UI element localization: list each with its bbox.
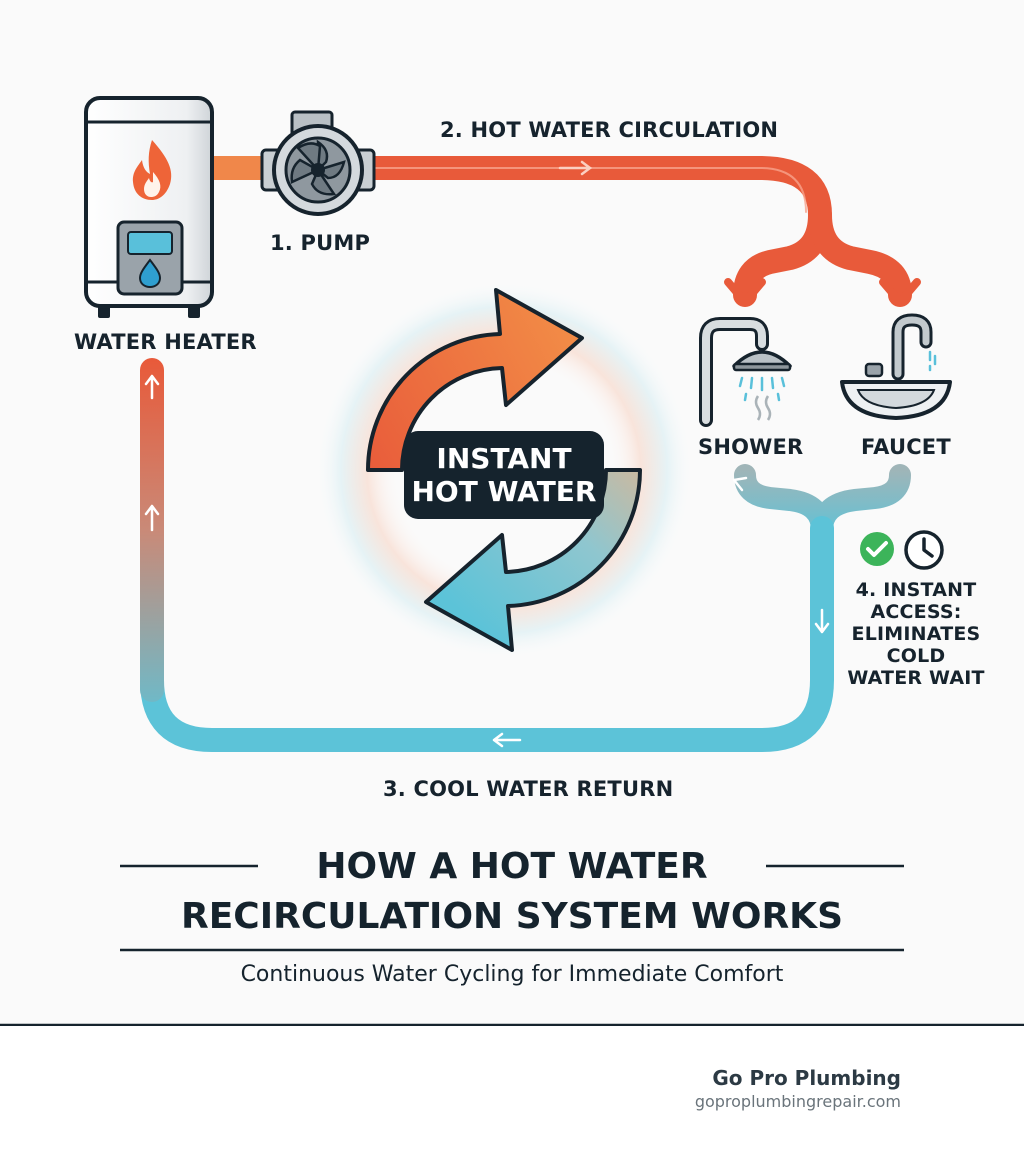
water-heater-icon [84,96,214,318]
cool-flow-arrows [144,374,830,748]
shower-label: SHOWER [698,435,804,459]
shower-icon [699,317,792,427]
brand-name: Go Pro Plumbing [712,1066,901,1090]
shower-inlet-arrow [724,278,766,306]
pump-icon [260,110,376,216]
heater-outlet-pipe [214,156,264,180]
flame-icon [132,140,172,200]
faucet-label: FAUCET [861,435,951,459]
clock-icon [904,530,944,570]
faucet-inlet-arrow [879,278,921,306]
check-icon [860,532,894,566]
hot-flow-arrows [558,160,593,176]
cycle-arrows-icon [366,288,642,652]
shower-return-arrow [732,476,748,492]
instant-access-label: 4. INSTANT ACCESS: ELIMINATES COLD WATER… [847,579,985,689]
fixture-return-branches [734,464,911,541]
hot-water-pipe [360,156,912,307]
cool-return-pipe [140,516,834,752]
cool-water-return-label: 3. COOL WATER RETURN [383,777,674,801]
page-title: HOW A HOT WATER RECIRCULATION SYSTEM WOR… [120,842,904,942]
instant-hot-water-text: INSTANT HOT WATER [411,442,597,508]
hot-water-circulation-label: 2. HOT WATER CIRCULATION [440,118,779,142]
water-drop-icon [138,258,162,289]
water-heater-label: WATER HEATER [74,330,257,354]
instant-hot-water-badge: INSTANT HOT WATER [404,431,604,519]
title-line-1: HOW A HOT WATER [316,846,708,887]
brand-url[interactable]: goproplumbingrepair.com [694,1092,901,1111]
pump-label: 1. PUMP [270,231,371,255]
faucet-icon [840,313,952,420]
footer: Go Pro Plumbing goproplumbingrepair.com [0,1026,1024,1154]
subtitle: Continuous Water Cycling for Immediate C… [240,962,784,987]
title-line-2: RECIRCULATION SYSTEM WORKS [180,896,843,937]
